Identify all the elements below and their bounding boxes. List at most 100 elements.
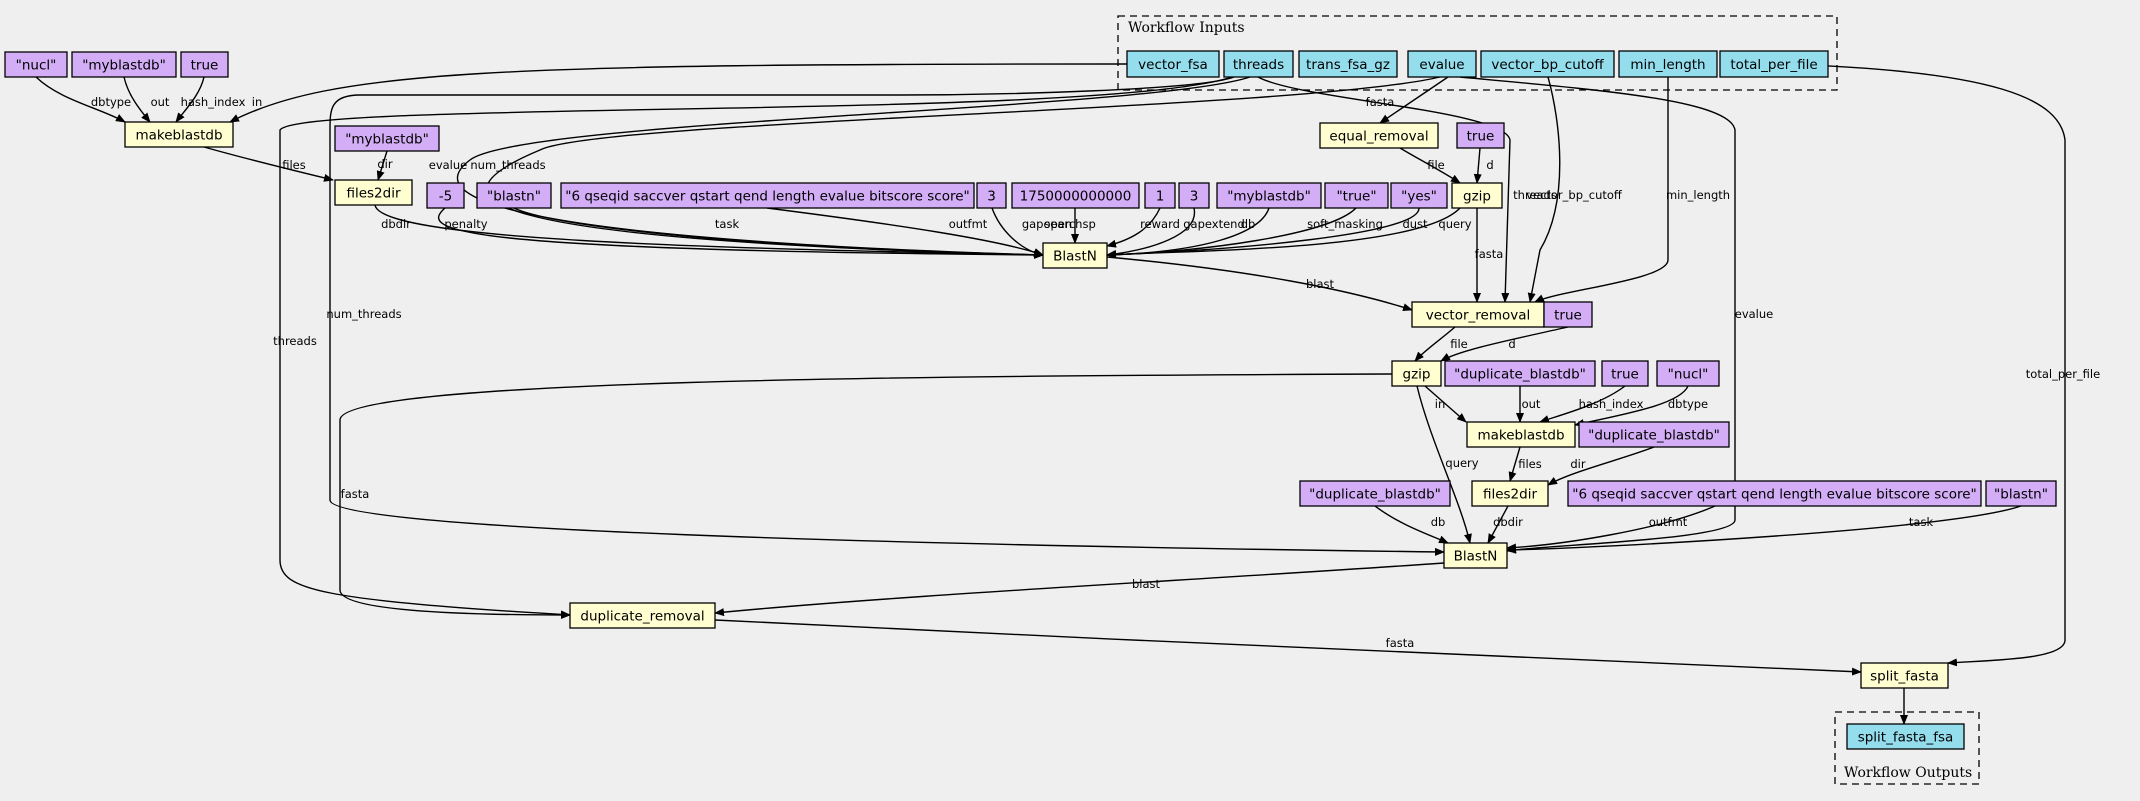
node-label-gzip2: gzip bbox=[1403, 367, 1431, 383]
edge-penalty-16 bbox=[437, 207, 1044, 259]
node-c-searchsp[interactable]: 1750000000000 bbox=[1011, 182, 1140, 209]
node-c-nucl1[interactable]: "nucl" bbox=[4, 51, 68, 78]
node-c-blastn2[interactable]: "blastn" bbox=[1985, 480, 2057, 507]
node-label-duplicate-removal: duplicate_removal bbox=[580, 609, 704, 625]
node-c-true-d2[interactable]: true bbox=[1543, 301, 1593, 328]
node-makeblastdb1[interactable]: makeblastdb bbox=[124, 121, 234, 148]
node-c-myblastdb-dir[interactable]: "myblastdb" bbox=[334, 125, 440, 152]
node-c-dup-db[interactable]: "duplicate_blastdb" bbox=[1299, 480, 1451, 507]
node-box-c-yes bbox=[1390, 182, 1448, 209]
node-c-true-d1[interactable]: true bbox=[1456, 122, 1505, 149]
edge-task-17 bbox=[513, 207, 1044, 259]
node-in-evalue[interactable]: evalue bbox=[1407, 50, 1477, 78]
edge-label-num-threads: num_threads bbox=[470, 158, 545, 172]
node-box-vector-removal bbox=[1411, 301, 1545, 328]
edge-label-file: file bbox=[1450, 337, 1468, 351]
edge-label-soft-masking: soft_masking bbox=[1307, 217, 1383, 231]
node-c-3a[interactable]: 3 bbox=[976, 182, 1007, 209]
node-label-c-myblastdb1: "myblastdb" bbox=[82, 58, 166, 74]
edge-label-threads: threads bbox=[273, 334, 317, 348]
node-c-nucl2[interactable]: "nucl" bbox=[1656, 360, 1720, 387]
edge-num-threads-11 bbox=[456, 76, 1251, 259]
edge-outfmt-39 bbox=[1506, 505, 1716, 552]
node-box-c-neg5 bbox=[426, 182, 465, 209]
edge-total-per-file-15 bbox=[1774, 63, 2066, 667]
node-box-c-dup-dir bbox=[1578, 421, 1730, 448]
edge-threads-12 bbox=[1257, 76, 1511, 303]
node-box-c-1 bbox=[1144, 182, 1176, 209]
node-equal-removal[interactable]: equal_removal bbox=[1319, 122, 1439, 149]
node-blastn1[interactable]: BlastN bbox=[1042, 242, 1108, 269]
node-c-true1[interactable]: true bbox=[180, 51, 229, 78]
node-c-blastn1[interactable]: "blastn" bbox=[476, 182, 552, 209]
node-in-threads[interactable]: threads bbox=[1223, 50, 1294, 78]
node-vector-removal[interactable]: vector_removal bbox=[1411, 301, 1545, 328]
node-label-in-total-per-file: total_per_file bbox=[1730, 57, 1817, 73]
edge-label-files: files bbox=[282, 158, 306, 172]
node-label-blastn1: BlastN bbox=[1053, 249, 1097, 265]
node-gzip2[interactable]: gzip bbox=[1391, 360, 1442, 387]
edge-num-threads-42 bbox=[329, 76, 1445, 556]
node-c-myblastdb-db[interactable]: "myblastdb" bbox=[1216, 182, 1322, 209]
node-c-myblastdb1[interactable]: "myblastdb" bbox=[71, 51, 177, 78]
node-label-c-1: 1 bbox=[1156, 189, 1165, 205]
node-box-c-3b bbox=[1178, 182, 1210, 209]
edge-files-35 bbox=[1508, 446, 1521, 482]
edge-label-threads: threads bbox=[1513, 188, 1557, 202]
node-c-dup-dir[interactable]: "duplicate_blastdb" bbox=[1578, 421, 1730, 448]
node-c-outfmt1[interactable]: "6 qseqid saccver qstart qend length eva… bbox=[560, 182, 975, 209]
node-out-split-fasta-fsa[interactable]: split_fasta_fsa bbox=[1846, 723, 1965, 750]
node-c-outfmt2[interactable]: "6 qseqid saccver qstart qend length eva… bbox=[1567, 480, 1982, 507]
node-box-c-outfmt2 bbox=[1567, 480, 1982, 507]
node-c-3b[interactable]: 3 bbox=[1178, 182, 1210, 209]
edge-label-fasta: fasta bbox=[341, 487, 370, 501]
edge-label-query: query bbox=[1438, 217, 1471, 231]
node-label-c-myblastdb-db: "myblastdb" bbox=[1227, 189, 1311, 205]
node-in-total-per-file[interactable]: total_per_file bbox=[1719, 50, 1829, 78]
node-c-1[interactable]: 1 bbox=[1144, 182, 1176, 209]
node-label-c-yes: "yes" bbox=[1401, 189, 1437, 205]
node-c-dup-out[interactable]: "duplicate_blastdb" bbox=[1444, 360, 1596, 387]
node-in-trans-fsa-gz[interactable]: trans_fsa_gz bbox=[1298, 50, 1398, 78]
edge-task-40 bbox=[1506, 505, 2022, 554]
node-label-files2dir1: files2dir bbox=[346, 186, 401, 202]
node-box-c-3a bbox=[976, 182, 1007, 209]
node-label-c-outfmt1: "6 qseqid saccver qstart qend length eva… bbox=[565, 189, 970, 205]
node-label-gzip1: gzip bbox=[1463, 189, 1491, 205]
edge-blast-28 bbox=[1106, 256, 1413, 312]
node-label-c-true-hash2: true bbox=[1611, 367, 1639, 383]
node-c-true-str[interactable]: "true" bbox=[1324, 182, 1389, 209]
node-label-c-nucl2: "nucl" bbox=[1668, 367, 1709, 383]
node-c-true-hash2[interactable]: true bbox=[1601, 360, 1649, 387]
node-box-duplicate-removal bbox=[569, 602, 716, 629]
node-blastn2[interactable]: BlastN bbox=[1443, 542, 1508, 569]
node-split-fasta[interactable]: split_fasta bbox=[1860, 662, 1949, 689]
node-gzip1[interactable]: gzip bbox=[1451, 182, 1503, 209]
edge-evalue-44 bbox=[1459, 76, 1736, 554]
node-box-c-true1 bbox=[180, 51, 229, 78]
node-in-min-length[interactable]: min_length bbox=[1618, 50, 1718, 78]
node-c-neg5[interactable]: -5 bbox=[426, 182, 465, 209]
node-c-yes[interactable]: "yes" bbox=[1390, 182, 1448, 209]
edge-reward-21 bbox=[1106, 207, 1161, 248]
edge-fasta-47 bbox=[714, 619, 1862, 676]
node-label-blastn2: BlastN bbox=[1454, 549, 1498, 565]
node-makeblastdb2[interactable]: makeblastdb bbox=[1466, 421, 1576, 448]
node-box-gzip1 bbox=[1451, 182, 1503, 209]
edge-dbdir-6 bbox=[374, 204, 1044, 259]
node-box-c-myblastdb-db bbox=[1216, 182, 1322, 209]
node-in-vector-fsa[interactable]: vector_fsa bbox=[1126, 50, 1220, 78]
node-files2dir1[interactable]: files2dir bbox=[334, 179, 413, 206]
node-files2dir2[interactable]: files2dir bbox=[1471, 480, 1549, 507]
node-box-c-dup-db bbox=[1299, 480, 1451, 507]
edge-label-d: d bbox=[1508, 337, 1515, 351]
edge-in-31 bbox=[1424, 385, 1467, 423]
edge-file-29 bbox=[1414, 326, 1456, 362]
node-duplicate-removal[interactable]: duplicate_removal bbox=[569, 602, 716, 629]
node-label-files2dir2: files2dir bbox=[1483, 487, 1538, 503]
node-in-vector-bp-cutoff[interactable]: vector_bp_cutoff bbox=[1480, 50, 1615, 78]
node-label-vector-removal: vector_removal bbox=[1426, 308, 1531, 324]
